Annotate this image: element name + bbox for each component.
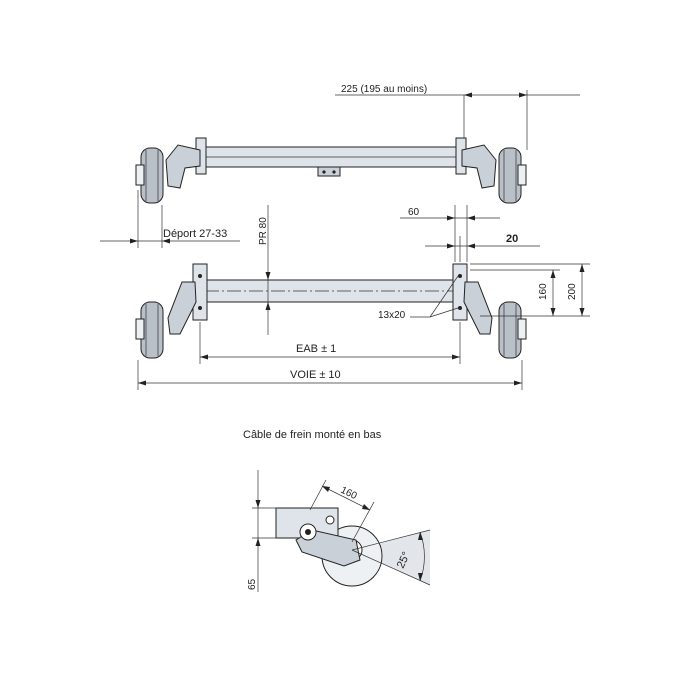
top-left-arm: [165, 144, 201, 189]
top-right-hub: [517, 164, 527, 186]
dim-200-vertical-label: 200: [567, 283, 578, 300]
dim-65-label: 65: [247, 578, 258, 590]
dim-225-label: 225 (195 au moins): [341, 84, 427, 95]
front-axle-view: PR 80 60 20 160 200 13x20: [135, 205, 590, 390]
dim-60-label: 60: [408, 207, 420, 218]
dim-160-vertical-label: 160: [538, 283, 549, 300]
eab-label: EAB ± 1: [296, 343, 336, 355]
front-right-hub: [517, 318, 527, 340]
front-right-arm: [463, 281, 493, 335]
top-left-hub: [135, 164, 145, 186]
dim-160-side-label: 160: [339, 485, 359, 502]
dim-13x20-label: 13x20: [378, 310, 406, 321]
angle-wedge-shading: [352, 530, 430, 585]
brake-cable-side-view: 160 25° 65: [247, 470, 431, 592]
top-right-arm: [461, 144, 497, 189]
dim-20-label: 20: [506, 233, 518, 245]
voie-label: VOIE ± 10: [290, 369, 341, 381]
pr80-label: PR 80: [258, 217, 269, 245]
front-left-arm: [167, 281, 197, 335]
top-center-bracket: [317, 166, 341, 177]
cable-caption: Câble de frein monté en bas: [243, 429, 382, 441]
top-axle-view: 225 (195 au moins) Déport 27-33: [100, 84, 580, 248]
front-left-hub: [135, 318, 145, 340]
deport-label: Déport 27-33: [163, 228, 227, 240]
front-axle-tube: [204, 279, 456, 303]
